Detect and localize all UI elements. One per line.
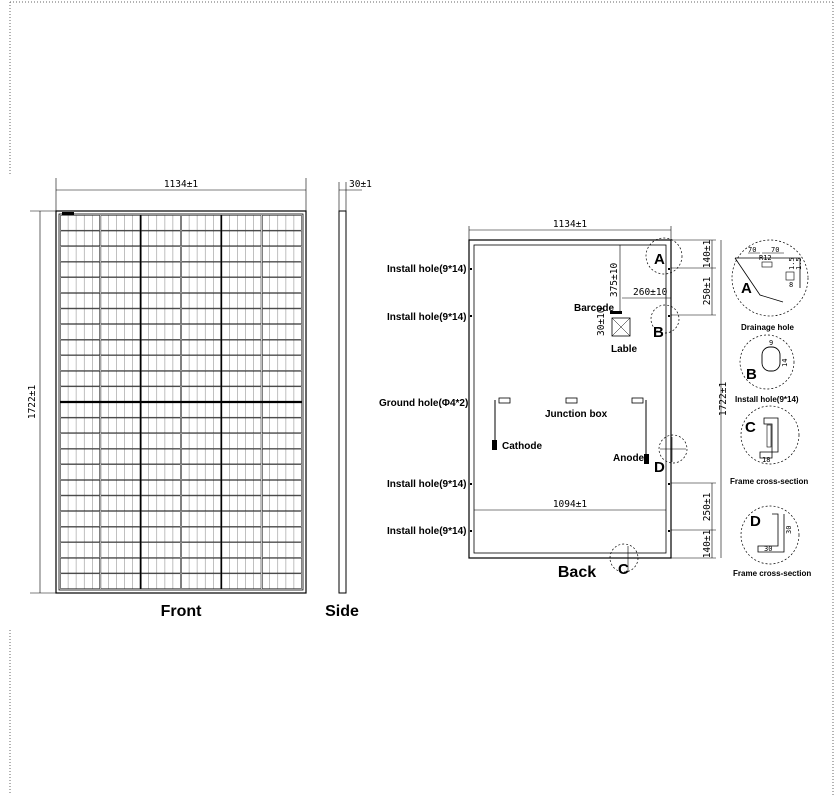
label-junction-box: Junction box bbox=[545, 409, 608, 420]
dim-250-bottom-text: 250±1 bbox=[702, 492, 713, 521]
label-lable: Lable bbox=[611, 344, 638, 355]
detail-d-d1: 30 bbox=[785, 526, 793, 534]
back-view: 1134±1 1094±1 Install hole(9*14) Install… bbox=[379, 219, 729, 581]
back-frame-outer bbox=[468, 239, 672, 559]
detail-a-d5: 1.5 bbox=[795, 257, 803, 270]
front-width-text: 1134±1 bbox=[164, 179, 199, 190]
page-border bbox=[9, 1, 834, 795]
junction-box-left bbox=[498, 397, 511, 404]
back-width-text: 1134±1 bbox=[553, 219, 588, 230]
front-label-mark bbox=[62, 212, 74, 215]
detail-b-caption: Install hole(9*14) bbox=[735, 395, 799, 404]
dim-260-text: 260±10 bbox=[633, 287, 668, 298]
detail-d-letter: D bbox=[750, 513, 761, 530]
lable-box bbox=[611, 317, 631, 337]
detail-d-d2: 30 bbox=[764, 545, 772, 553]
back-right-dimensions bbox=[671, 239, 722, 559]
detail-d-caption: Frame cross-section bbox=[733, 569, 811, 578]
dim-250-top-text: 250±1 bbox=[702, 276, 713, 305]
junction-box-right bbox=[631, 397, 644, 404]
dim-140-bottom-text: 140±1 bbox=[702, 529, 713, 558]
back-frame-inner bbox=[473, 244, 667, 554]
detail-b: 9 14 B Install hole(9*14) bbox=[735, 334, 799, 404]
detail-a-d3: R12 bbox=[759, 254, 772, 262]
front-panel-frame bbox=[55, 210, 307, 594]
marker-c: C bbox=[618, 561, 629, 578]
detail-a: 70 70 R12 1.5 1.5 8 A Drainage hole bbox=[731, 239, 809, 332]
label-cathode: Cathode bbox=[502, 441, 542, 452]
label-barcode: Barcode bbox=[574, 303, 614, 314]
marker-d: D bbox=[654, 459, 665, 476]
label-install-hole-2: Install hole(9*14) bbox=[387, 312, 466, 323]
front-height-text: 1722±1 bbox=[27, 385, 38, 420]
side-thickness-text: 30±1 bbox=[349, 179, 372, 190]
label-install-hole-1: Install hole(9*14) bbox=[387, 264, 466, 275]
marker-b: B bbox=[653, 324, 664, 341]
label-install-hole-4: Install hole(9*14) bbox=[387, 526, 466, 537]
detail-a-caption: Drainage hole bbox=[741, 323, 794, 332]
detail-b-d1: 9 bbox=[769, 339, 773, 347]
detail-c-caption: Frame cross-section bbox=[730, 477, 808, 486]
detail-c: 18 C Frame cross-section bbox=[730, 405, 808, 486]
detail-a-d6: 8 bbox=[789, 281, 793, 289]
detail-b-letter: B bbox=[746, 366, 757, 383]
junction-box-center bbox=[565, 397, 578, 404]
install-hole-marks bbox=[470, 268, 670, 532]
front-title: Front bbox=[161, 603, 203, 620]
front-cell-grid bbox=[60, 215, 302, 589]
front-width-dimension bbox=[55, 178, 307, 212]
side-view: 30±1 Side bbox=[325, 179, 372, 620]
side-profile bbox=[338, 210, 347, 594]
side-thickness-dimension bbox=[338, 182, 362, 212]
front-height-dimension bbox=[30, 210, 58, 594]
back-inner-width-text: 1094±1 bbox=[553, 499, 588, 510]
cathode-connector bbox=[492, 440, 497, 450]
back-title: Back bbox=[558, 564, 596, 581]
front-panel-glass bbox=[58, 213, 304, 591]
label-install-hole-3: Install hole(9*14) bbox=[387, 479, 466, 490]
detail-a-d1: 70 bbox=[748, 246, 756, 254]
detail-a-d4: 1.5 bbox=[788, 257, 796, 270]
marker-a: A bbox=[654, 251, 665, 268]
barcode-mark bbox=[610, 311, 622, 314]
dim-30-text: 30±10 bbox=[596, 307, 607, 336]
back-height-text: 1722±1 bbox=[718, 382, 729, 417]
label-ground-hole: Ground hole(Φ4*2) bbox=[379, 398, 468, 409]
label-anode: Anode bbox=[613, 453, 645, 464]
detail-c-d1: 18 bbox=[762, 456, 770, 464]
back-width-dimension bbox=[468, 226, 672, 240]
detail-markers bbox=[609, 237, 688, 573]
detail-a-letter: A bbox=[741, 280, 752, 297]
detail-c-letter: C bbox=[745, 419, 756, 436]
detail-a-d2: 70 bbox=[771, 246, 779, 254]
dim-375-text: 375±10 bbox=[609, 263, 620, 298]
side-title: Side bbox=[325, 603, 359, 620]
detail-d: 30 30 D Frame cross-section bbox=[733, 505, 811, 578]
dim-140-top-text: 140±1 bbox=[702, 239, 713, 268]
front-view: 1134±1 1722±1 Front bbox=[27, 178, 307, 620]
detail-b-d2: 14 bbox=[781, 359, 789, 367]
anode-connector bbox=[644, 454, 649, 464]
